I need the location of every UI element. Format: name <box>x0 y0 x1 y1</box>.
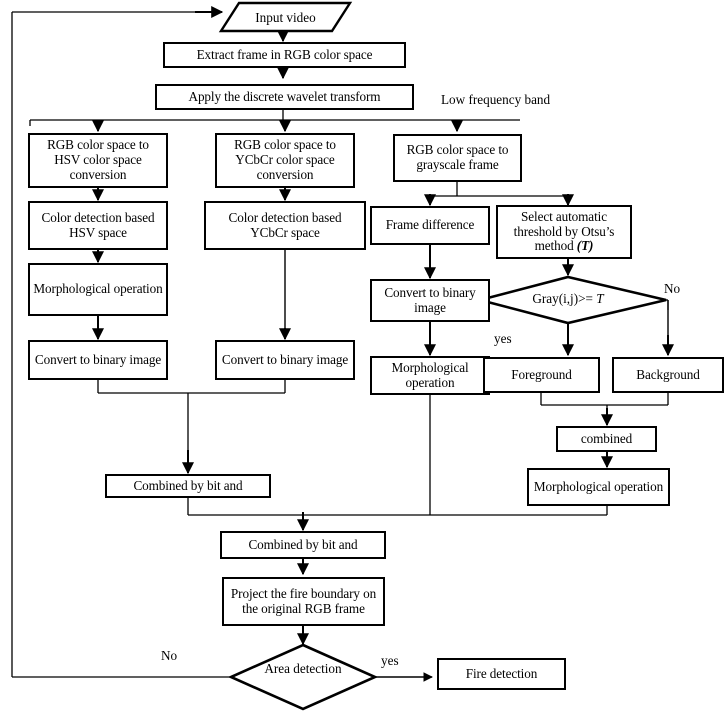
node-extract-frame[interactable]: Extract frame in RGB color space <box>163 42 406 68</box>
node-foreground[interactable]: Foreground <box>483 357 600 393</box>
node-convert-binary-third-label: Convert to binary image <box>384 284 476 315</box>
node-combined-bit-and-first[interactable]: Combined by bit and <box>105 474 271 498</box>
node-combined[interactable]: combined <box>556 426 657 452</box>
edge-label-area-yes: yes <box>381 653 399 668</box>
node-combined-bit-and-first-label: Combined by bit and <box>133 477 243 493</box>
node-morphological-operation-third-label: Morphological operation <box>391 359 469 390</box>
edge-label-gray-no: No <box>664 281 681 296</box>
node-convert-binary-left-label: Convert to binary image <box>34 351 162 367</box>
node-combined-bit-and-second-label: Combined by bit and <box>248 536 358 552</box>
node-morphological-operation-third[interactable]: Morphological operation <box>370 356 490 395</box>
node-fire-detection[interactable]: Fire detection <box>437 658 566 690</box>
node-otsu-threshold[interactable]: Select automatic threshold by Otsu’s met… <box>496 205 632 259</box>
node-otsu-threshold-label: Select automatic threshold by Otsu’s met… <box>513 208 615 254</box>
node-project-fire-boundary[interactable]: Project the fire boundary on the origina… <box>222 577 385 626</box>
node-gray-threshold-decision[interactable]: Gray(i,j)>= T <box>532 291 604 306</box>
node-background[interactable]: Background <box>612 357 724 393</box>
gray-threshold-symbol: T <box>596 291 604 306</box>
node-background-label: Background <box>636 366 700 382</box>
edge-label-gray-yes: yes <box>494 331 512 346</box>
edge-label-area-no: No <box>161 648 178 663</box>
node-color-detection-hsv[interactable]: Color detection based HSV space <box>28 201 168 250</box>
node-morphological-operation-left-label: Morphological operation <box>33 281 163 297</box>
node-rgb-to-ycbcr-label: RGB color space to YCbCr color space con… <box>234 137 336 182</box>
node-convert-binary-middle[interactable]: Convert to binary image <box>215 340 355 380</box>
node-convert-binary-third[interactable]: Convert to binary image <box>370 279 490 322</box>
node-rgb-to-hsv[interactable]: RGB color space to HSV color space conve… <box>28 133 168 188</box>
node-color-detection-ycbcr[interactable]: Color detection based YCbCr space <box>204 201 366 250</box>
node-input-video[interactable]: Input video <box>221 3 350 32</box>
node-rgb-to-hsv-label: RGB color space to HSV color space conve… <box>47 137 149 182</box>
node-area-detection-decision[interactable]: Area detection <box>264 661 342 676</box>
node-frame-difference-label: Frame difference <box>385 217 475 233</box>
node-combined-bit-and-second[interactable]: Combined by bit and <box>220 531 386 559</box>
node-apply-wavelet[interactable]: Apply the discrete wavelet transform <box>155 84 414 110</box>
node-color-detection-ycbcr-label: Color detection based YCbCr space <box>228 209 342 240</box>
node-rgb-to-ycbcr[interactable]: RGB color space to YCbCr color space con… <box>215 133 355 188</box>
node-rgb-to-grayscale[interactable]: RGB color space to grayscale frame <box>393 134 522 182</box>
node-convert-binary-left[interactable]: Convert to binary image <box>28 340 168 380</box>
node-frame-difference[interactable]: Frame difference <box>370 206 490 245</box>
node-morphological-operation-bottom-label: Morphological operation <box>533 478 664 494</box>
node-rgb-to-grayscale-label: RGB color space to grayscale frame <box>406 142 509 172</box>
node-fire-detection-label: Fire detection <box>465 665 538 681</box>
edge-label-low-frequency-band: Low frequency band <box>441 92 551 107</box>
otsu-threshold-symbol: (T) <box>576 238 594 254</box>
node-input-video-label: Input video <box>255 9 316 25</box>
node-foreground-label: Foreground <box>511 366 572 382</box>
node-combined-label: combined <box>580 430 633 446</box>
node-apply-wavelet-label: Apply the discrete wavelet transform <box>188 88 381 104</box>
node-extract-frame-label: Extract frame in RGB color space <box>196 46 373 62</box>
node-color-detection-hsv-label: Color detection based HSV space <box>41 209 155 240</box>
node-morphological-operation-bottom[interactable]: Morphological operation <box>527 468 670 506</box>
node-convert-binary-middle-label: Convert to binary image <box>221 351 349 367</box>
node-project-fire-boundary-label: Project the fire boundary on the origina… <box>230 585 377 616</box>
node-morphological-operation-left[interactable]: Morphological operation <box>28 263 168 316</box>
